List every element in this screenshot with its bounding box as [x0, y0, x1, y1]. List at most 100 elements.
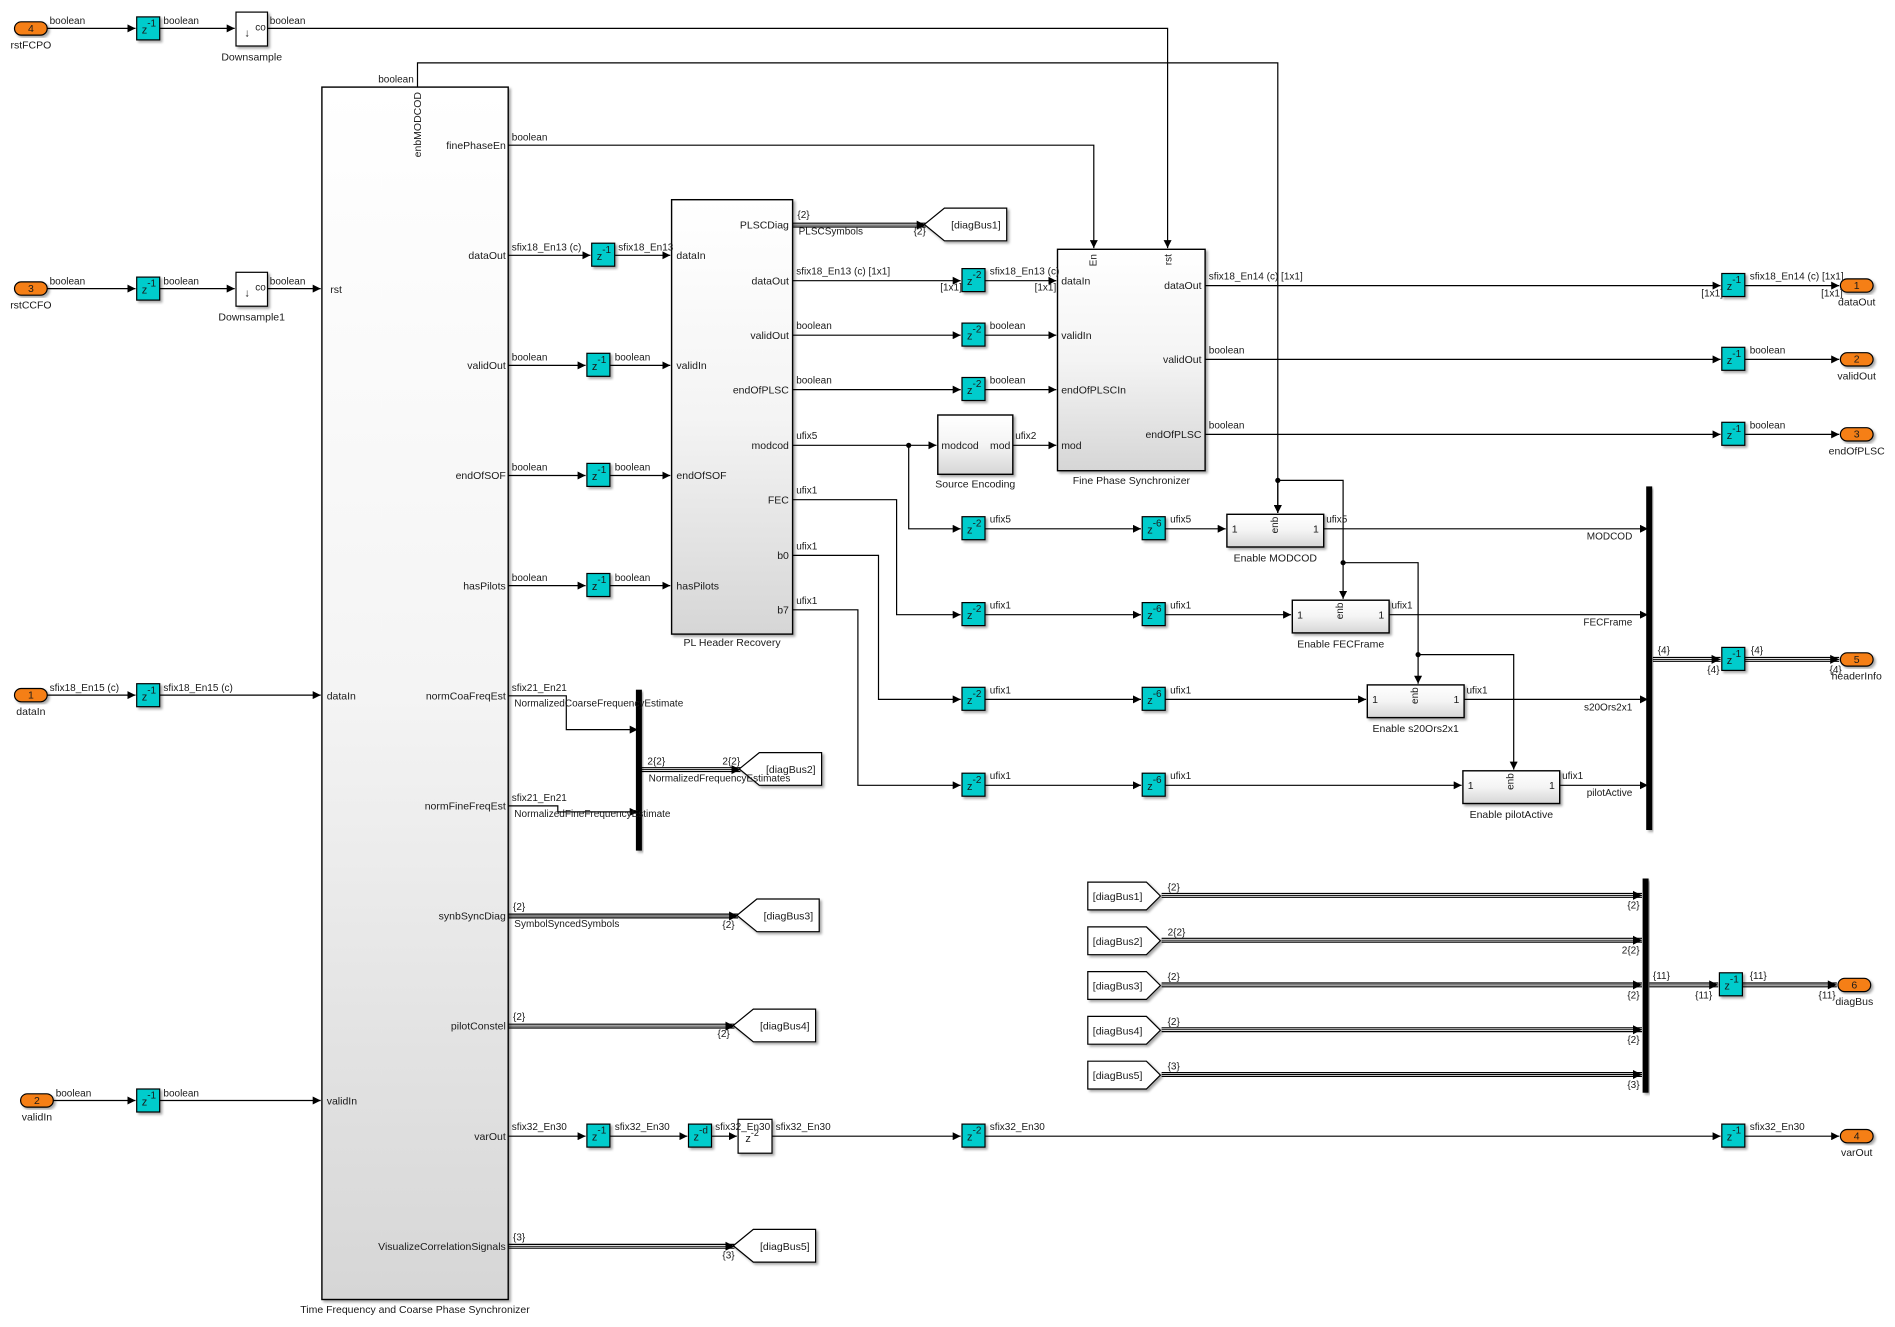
delay-row0-b[interactable]: z-6: [1141, 516, 1166, 541]
delay-block-body[interactable]: [586, 352, 611, 377]
delay-block-body[interactable]: [961, 772, 986, 797]
delay-row2-a[interactable]: z-2: [961, 686, 986, 711]
enabled-subsystem-en0-body[interactable]: [1226, 513, 1325, 548]
delay-headerInfo[interactable]: z-1: [1721, 646, 1746, 672]
delay-out-endOfPLSC[interactable]: z-1: [1721, 421, 1746, 446]
delay-row0-a[interactable]: z-2: [961, 516, 986, 541]
delay-tf-dataOut[interactable]: z-1: [591, 242, 616, 267]
delay-block-body[interactable]: [961, 516, 986, 541]
delay-row1-b[interactable]: z-6: [1141, 601, 1166, 627]
delay-dataIn[interactable]: z-1: [136, 683, 161, 708]
goto-shape[interactable]: [732, 1228, 817, 1263]
delay-block-body[interactable]: [1721, 272, 1746, 298]
from-shape[interactable]: [1087, 881, 1162, 911]
from-shape[interactable]: [1087, 926, 1162, 956]
outport-shape[interactable]: [1839, 652, 1874, 667]
delay-validIn[interactable]: z-1: [136, 1088, 161, 1113]
delay-block-body[interactable]: [1141, 686, 1166, 711]
goto-shape[interactable]: [738, 752, 823, 786]
delay-rstFCPO[interactable]: z-1: [136, 16, 161, 41]
enabled-subsystem-en1-body[interactable]: [1291, 599, 1390, 634]
delay-plh-dataOut[interactable]: z-2: [961, 268, 986, 293]
delay-block-body[interactable]: [1721, 1123, 1746, 1148]
goto-shape[interactable]: [732, 1008, 817, 1043]
delay-block-body[interactable]: [961, 601, 986, 627]
goto-diagBus4[interactable]: [diagBus4]: [732, 1008, 817, 1043]
pl-header-recovery[interactable]: dataInvalidInendOfSOFhasPilotsPLSCDiagda…: [670, 198, 794, 649]
delay-block-body[interactable]: [961, 322, 986, 347]
goto-shape[interactable]: [923, 207, 1008, 242]
delay-block-body[interactable]: [1141, 772, 1166, 797]
delay-block-body[interactable]: [136, 683, 161, 708]
delay-block-body[interactable]: [961, 268, 986, 293]
delay-row1-a[interactable]: z-2: [961, 601, 986, 627]
enabled-subsystem-en2-body[interactable]: [1366, 684, 1465, 719]
delay-block-body[interactable]: [737, 1118, 773, 1154]
delay-block-body[interactable]: [961, 1123, 986, 1148]
delay-row2-b[interactable]: z-6: [1141, 686, 1166, 711]
outport-shape[interactable]: [1839, 278, 1874, 293]
from-f4[interactable]: [diagBus4]: [1087, 1015, 1162, 1045]
downsample1-body[interactable]: [235, 271, 269, 307]
delay-varOut-4[interactable]: z-1: [1721, 1123, 1746, 1148]
delay-block-body[interactable]: [586, 462, 611, 487]
enabled-subsystem-en3-body[interactable]: [1462, 770, 1561, 805]
delay-tf-hasPilots[interactable]: z-1: [586, 572, 611, 598]
delay-diagBus[interactable]: z-1: [1718, 972, 1744, 997]
bus-creator-diag[interactable]: [1642, 878, 1649, 1093]
downsample-body[interactable]: [235, 11, 269, 47]
delay-row3-b[interactable]: z-6: [1141, 772, 1166, 797]
delay-block-body[interactable]: [136, 276, 161, 301]
source-encoding-body[interactable]: [937, 414, 1014, 475]
delay-rstCCFO[interactable]: z-1: [136, 276, 161, 301]
from-f3[interactable]: [diagBus3]: [1087, 971, 1162, 1000]
from-shape[interactable]: [1087, 1015, 1162, 1045]
delay-out-dataOut[interactable]: z-1: [1721, 272, 1746, 298]
outport-shape[interactable]: [1839, 427, 1874, 442]
delay-block-body[interactable]: [1721, 346, 1746, 371]
delay-block-body[interactable]: [586, 572, 611, 598]
delay-block-body[interactable]: [1721, 421, 1746, 446]
from-shape[interactable]: [1087, 1060, 1162, 1090]
delay-block-body[interactable]: [1141, 516, 1166, 541]
delay-varOut-d[interactable]: z-d: [687, 1123, 713, 1148]
delay-block-body[interactable]: [1718, 972, 1744, 997]
delay-block-body[interactable]: [1721, 646, 1746, 672]
goto-diagBus2[interactable]: [diagBus2]: [738, 752, 823, 786]
goto-shape[interactable]: [735, 898, 820, 933]
delay-block-body[interactable]: [961, 376, 986, 402]
inport-shape[interactable]: [13, 687, 48, 703]
outport-shape[interactable]: [1839, 1128, 1874, 1144]
inport-shape[interactable]: [20, 1093, 54, 1108]
from-f2[interactable]: [diagBus2]: [1087, 926, 1162, 956]
pl-header-recovery-body[interactable]: [670, 198, 794, 635]
outport-shape[interactable]: [1837, 977, 1872, 993]
delay-varOut-2-white[interactable]: z-2: [737, 1118, 773, 1154]
delay-tf-endOfSOF[interactable]: z-1: [586, 462, 611, 487]
delay-block-body[interactable]: [591, 242, 616, 267]
delay-block-body[interactable]: [136, 1088, 161, 1113]
delay-block-body[interactable]: [136, 16, 161, 41]
bus-creator-freq-est[interactable]: [635, 689, 642, 851]
delay-plh-endOfPLSC[interactable]: z-2: [961, 376, 986, 402]
goto-diagBus1[interactable]: [diagBus1]: [923, 207, 1008, 242]
bus-creator-header-info[interactable]: [1646, 486, 1653, 830]
from-shape[interactable]: [1087, 971, 1162, 1000]
from-f5[interactable]: [diagBus5]: [1087, 1060, 1162, 1090]
fine-phase-synchronizer-body[interactable]: [1056, 248, 1206, 472]
goto-diagBus5[interactable]: [diagBus5]: [732, 1228, 817, 1263]
